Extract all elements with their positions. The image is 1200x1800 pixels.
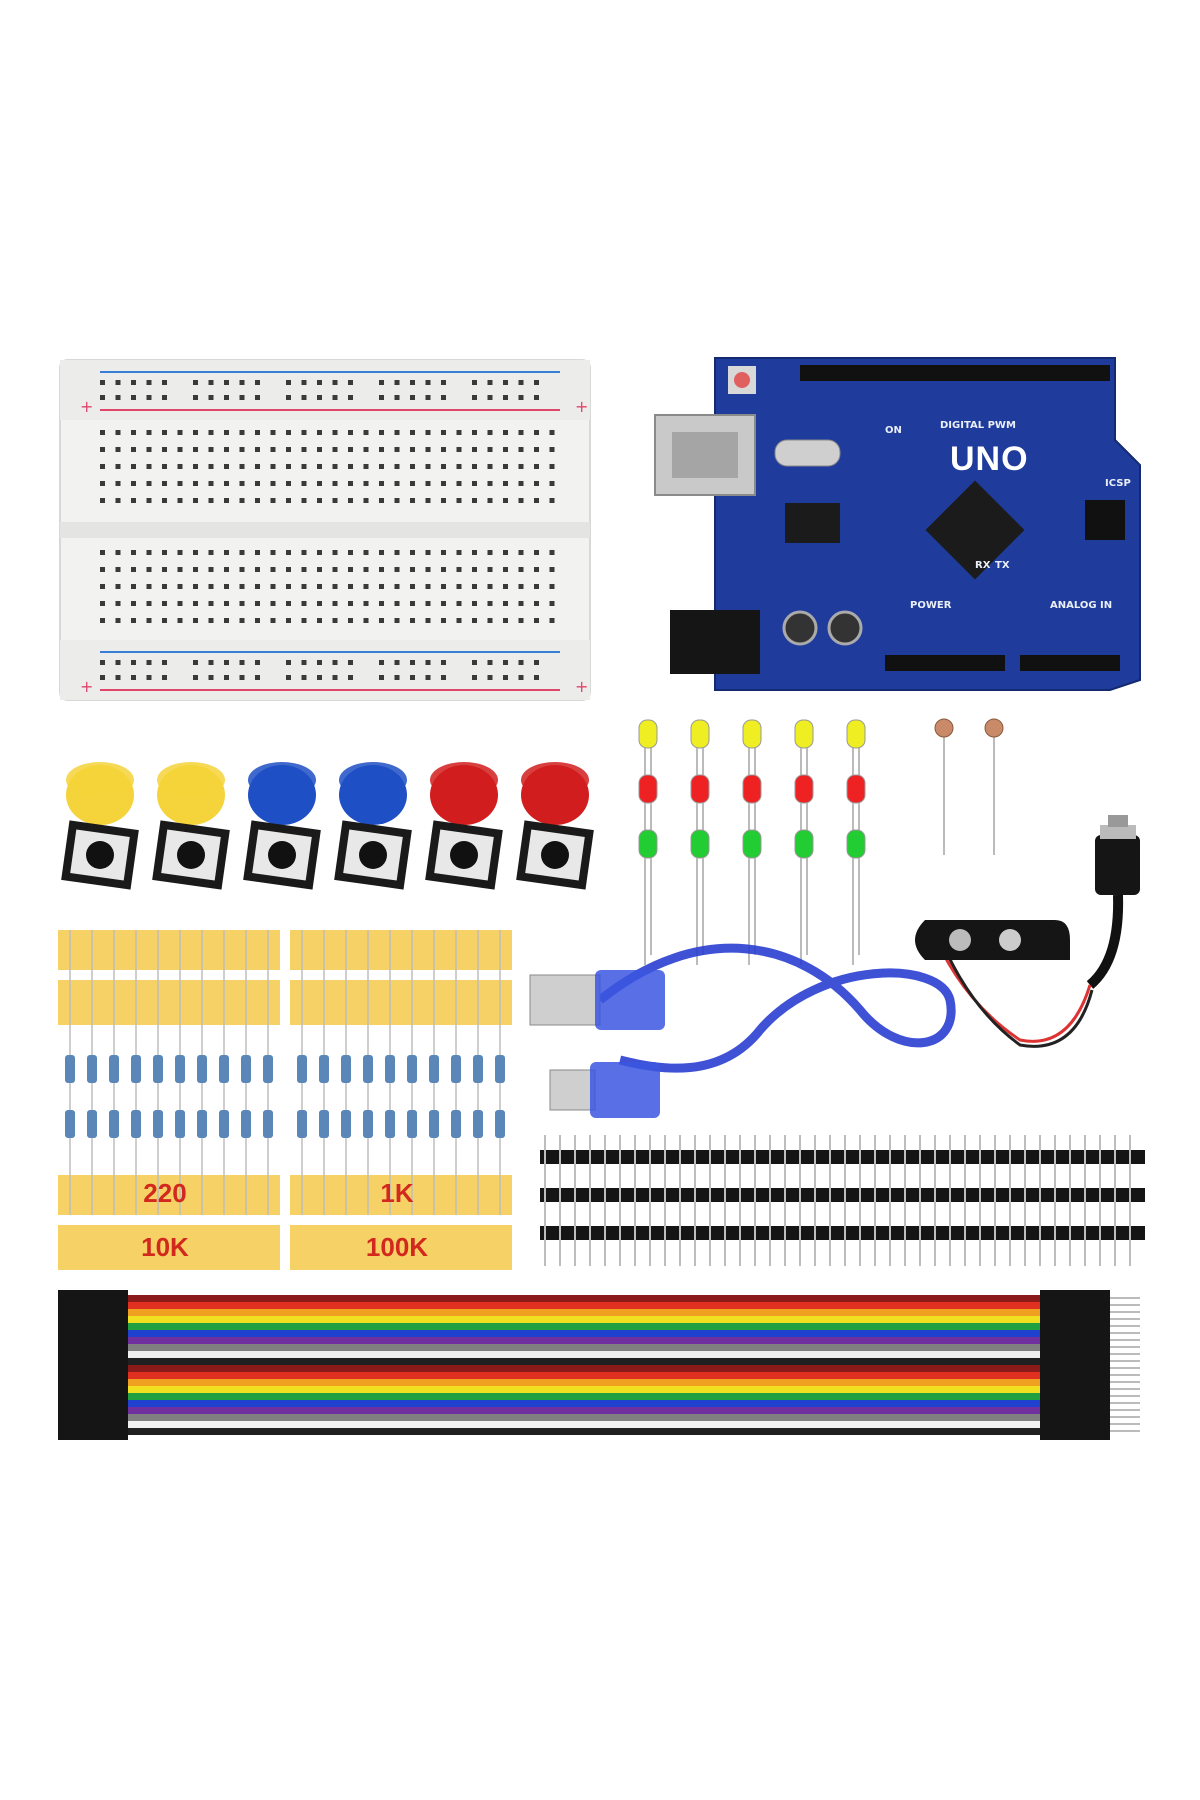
resistor — [451, 1055, 461, 1083]
jumper-wire — [128, 1323, 1040, 1330]
jumper-wire — [128, 1400, 1040, 1407]
resistor — [407, 1055, 417, 1083]
resistor — [109, 1055, 119, 1083]
svg-text:+: + — [575, 677, 588, 696]
resistor — [341, 1110, 351, 1138]
usb-cable — [529, 943, 956, 1118]
jumper-wire — [128, 1295, 1040, 1302]
resistor — [363, 1110, 373, 1138]
jumper-wire — [128, 1351, 1040, 1358]
jumper-wire — [128, 1393, 1040, 1400]
jumper-connector-right — [1040, 1290, 1110, 1440]
resistor — [153, 1055, 163, 1083]
resistor — [319, 1110, 329, 1138]
jumper-wire — [128, 1428, 1040, 1435]
pin-header — [540, 1226, 1145, 1240]
jumper-wire — [128, 1330, 1040, 1337]
led — [846, 829, 866, 859]
resistor — [363, 1055, 373, 1083]
resistor — [429, 1055, 439, 1083]
jumper-wire — [128, 1414, 1040, 1421]
arduino-uno-board — [654, 357, 1141, 691]
resistor — [407, 1110, 417, 1138]
resistor — [131, 1110, 141, 1138]
resistor — [341, 1055, 351, 1083]
resistor — [297, 1110, 307, 1138]
resistor — [153, 1110, 163, 1138]
resistor — [109, 1110, 119, 1138]
pin-header — [540, 1188, 1145, 1202]
resistor — [319, 1055, 329, 1083]
resistor — [263, 1110, 273, 1138]
resistor-tape — [58, 930, 280, 970]
resistor — [65, 1110, 75, 1138]
jumper-wire — [128, 1309, 1040, 1316]
jumper-wire — [128, 1365, 1040, 1372]
resistor — [175, 1110, 185, 1138]
led — [742, 774, 762, 804]
jumper-wire — [128, 1407, 1040, 1414]
resistor — [219, 1110, 229, 1138]
svg-text:+: + — [80, 397, 93, 416]
resistor — [473, 1110, 483, 1138]
resistor — [131, 1055, 141, 1083]
led — [638, 829, 658, 859]
resistor — [219, 1055, 229, 1083]
jumper-wire — [128, 1372, 1040, 1379]
jumper-connector-left — [58, 1290, 128, 1440]
resistor — [197, 1055, 207, 1083]
led — [742, 829, 762, 859]
led — [742, 719, 762, 749]
led — [846, 719, 866, 749]
breadboard: + + + + — [59, 359, 591, 701]
led — [794, 719, 814, 749]
jumper-wire — [128, 1302, 1040, 1309]
resistor-tape — [290, 930, 512, 970]
resistor — [241, 1055, 251, 1083]
pin-header — [540, 1150, 1145, 1164]
tactile-switches — [61, 820, 594, 890]
battery-clip-cable — [915, 815, 1140, 1048]
jumper-wire — [128, 1379, 1040, 1386]
resistor — [385, 1055, 395, 1083]
resistor — [495, 1110, 505, 1138]
led — [794, 774, 814, 804]
resistor — [429, 1110, 439, 1138]
svg-text:+: + — [80, 677, 93, 696]
resistor — [65, 1055, 75, 1083]
jumper-wire — [128, 1358, 1040, 1365]
pin-headers — [540, 1135, 1145, 1266]
svg-text:+: + — [575, 397, 588, 416]
resistor — [87, 1110, 97, 1138]
jumper-wire — [128, 1421, 1040, 1428]
jumper-wire-ribbon — [58, 1290, 1140, 1440]
led — [690, 774, 710, 804]
jumper-wire — [128, 1316, 1040, 1323]
jumper-wire — [128, 1337, 1040, 1344]
led — [794, 829, 814, 859]
resistor — [197, 1110, 207, 1138]
led — [638, 719, 658, 749]
led — [690, 829, 710, 859]
led — [638, 774, 658, 804]
resistor — [263, 1055, 273, 1083]
breadboard-holes — [100, 380, 555, 680]
jumper-wire — [128, 1386, 1040, 1393]
resistor-packs — [58, 930, 512, 1270]
led — [846, 774, 866, 804]
photoresistors — [934, 718, 1004, 855]
button-caps — [66, 762, 589, 825]
resistor — [241, 1110, 251, 1138]
resistor — [495, 1055, 505, 1083]
resistor — [385, 1110, 395, 1138]
resistor — [297, 1055, 307, 1083]
leds — [638, 719, 866, 965]
resistor — [451, 1110, 461, 1138]
resistor — [473, 1055, 483, 1083]
led — [690, 719, 710, 749]
resistor — [175, 1055, 185, 1083]
jumper-wire — [128, 1344, 1040, 1351]
resistor — [87, 1055, 97, 1083]
